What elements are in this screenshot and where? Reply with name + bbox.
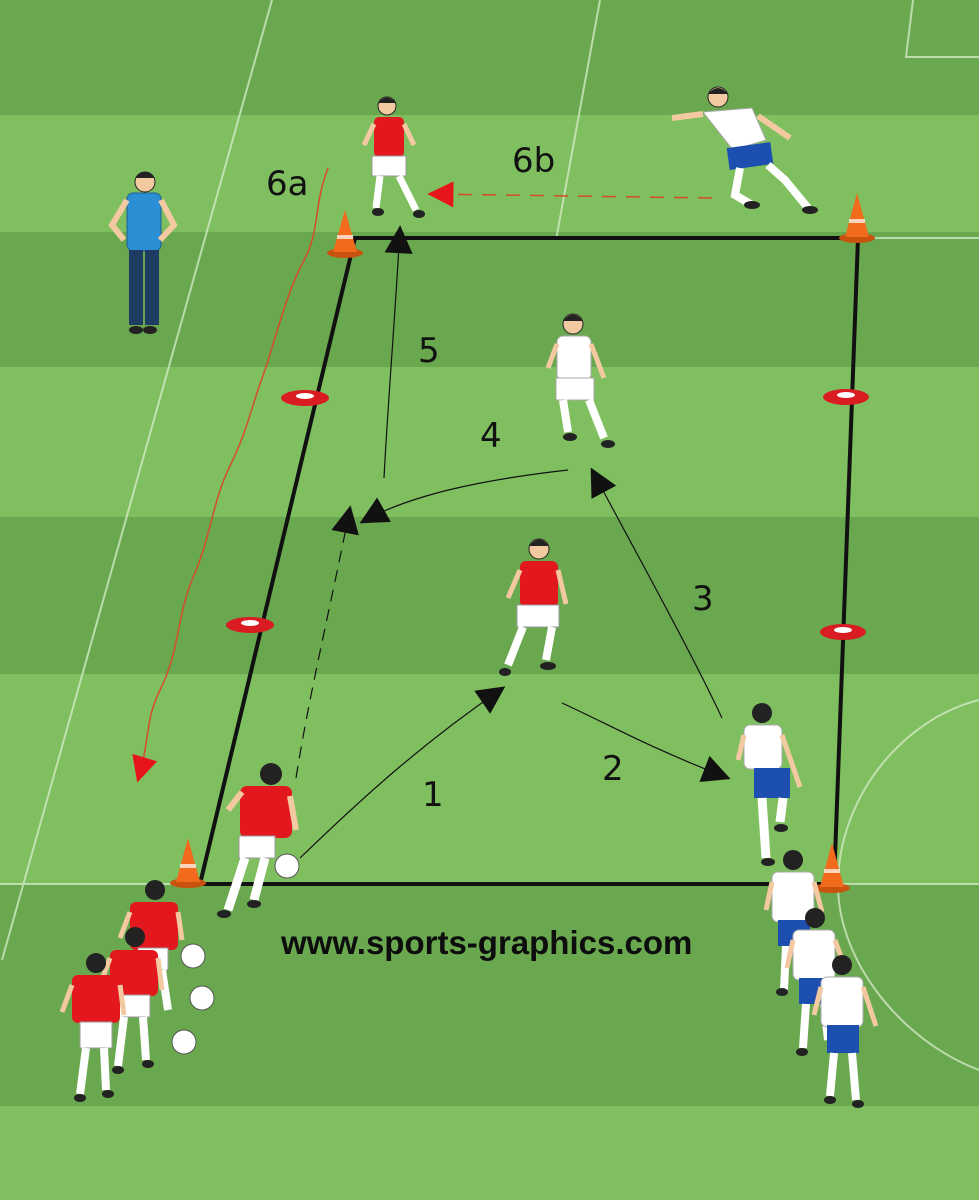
cone (170, 838, 206, 888)
ball (274, 853, 300, 879)
step-label-4: 4 (480, 416, 502, 456)
marker-disc (823, 389, 869, 405)
marker-disc (820, 624, 866, 640)
step-label-6a: 6a (266, 164, 308, 204)
pass-arrow-4 (359, 469, 569, 524)
step-label-6b: 6b (512, 141, 555, 181)
step-label-3: 3 (692, 579, 714, 619)
marker-disc (226, 617, 274, 633)
pass-arrow-2 (561, 702, 731, 783)
ball (189, 985, 215, 1011)
step-label-2: 2 (602, 749, 624, 789)
cone (814, 843, 850, 893)
white-player (671, 86, 818, 214)
ball (171, 1029, 197, 1055)
cone (839, 193, 875, 243)
red-player (361, 96, 425, 218)
red-player (217, 763, 299, 918)
dribble-arrow-6a (132, 167, 329, 783)
marker-disc (281, 390, 329, 406)
pass-arrow-1 (299, 686, 506, 859)
white-player (735, 703, 803, 866)
pass-arrow-3 (590, 467, 723, 719)
watermark-url: www.sports-graphics.com (280, 924, 692, 961)
red-player (59, 953, 127, 1102)
step-label-1: 1 (422, 775, 444, 815)
step-label-5: 5 (418, 331, 440, 371)
white-player (545, 313, 615, 448)
cone (327, 210, 363, 258)
ball (180, 943, 206, 969)
run-arrow-5 (383, 225, 413, 479)
white-player (811, 955, 879, 1108)
red-player (97, 927, 165, 1074)
coach-figure (108, 171, 178, 334)
red-player (499, 538, 569, 676)
